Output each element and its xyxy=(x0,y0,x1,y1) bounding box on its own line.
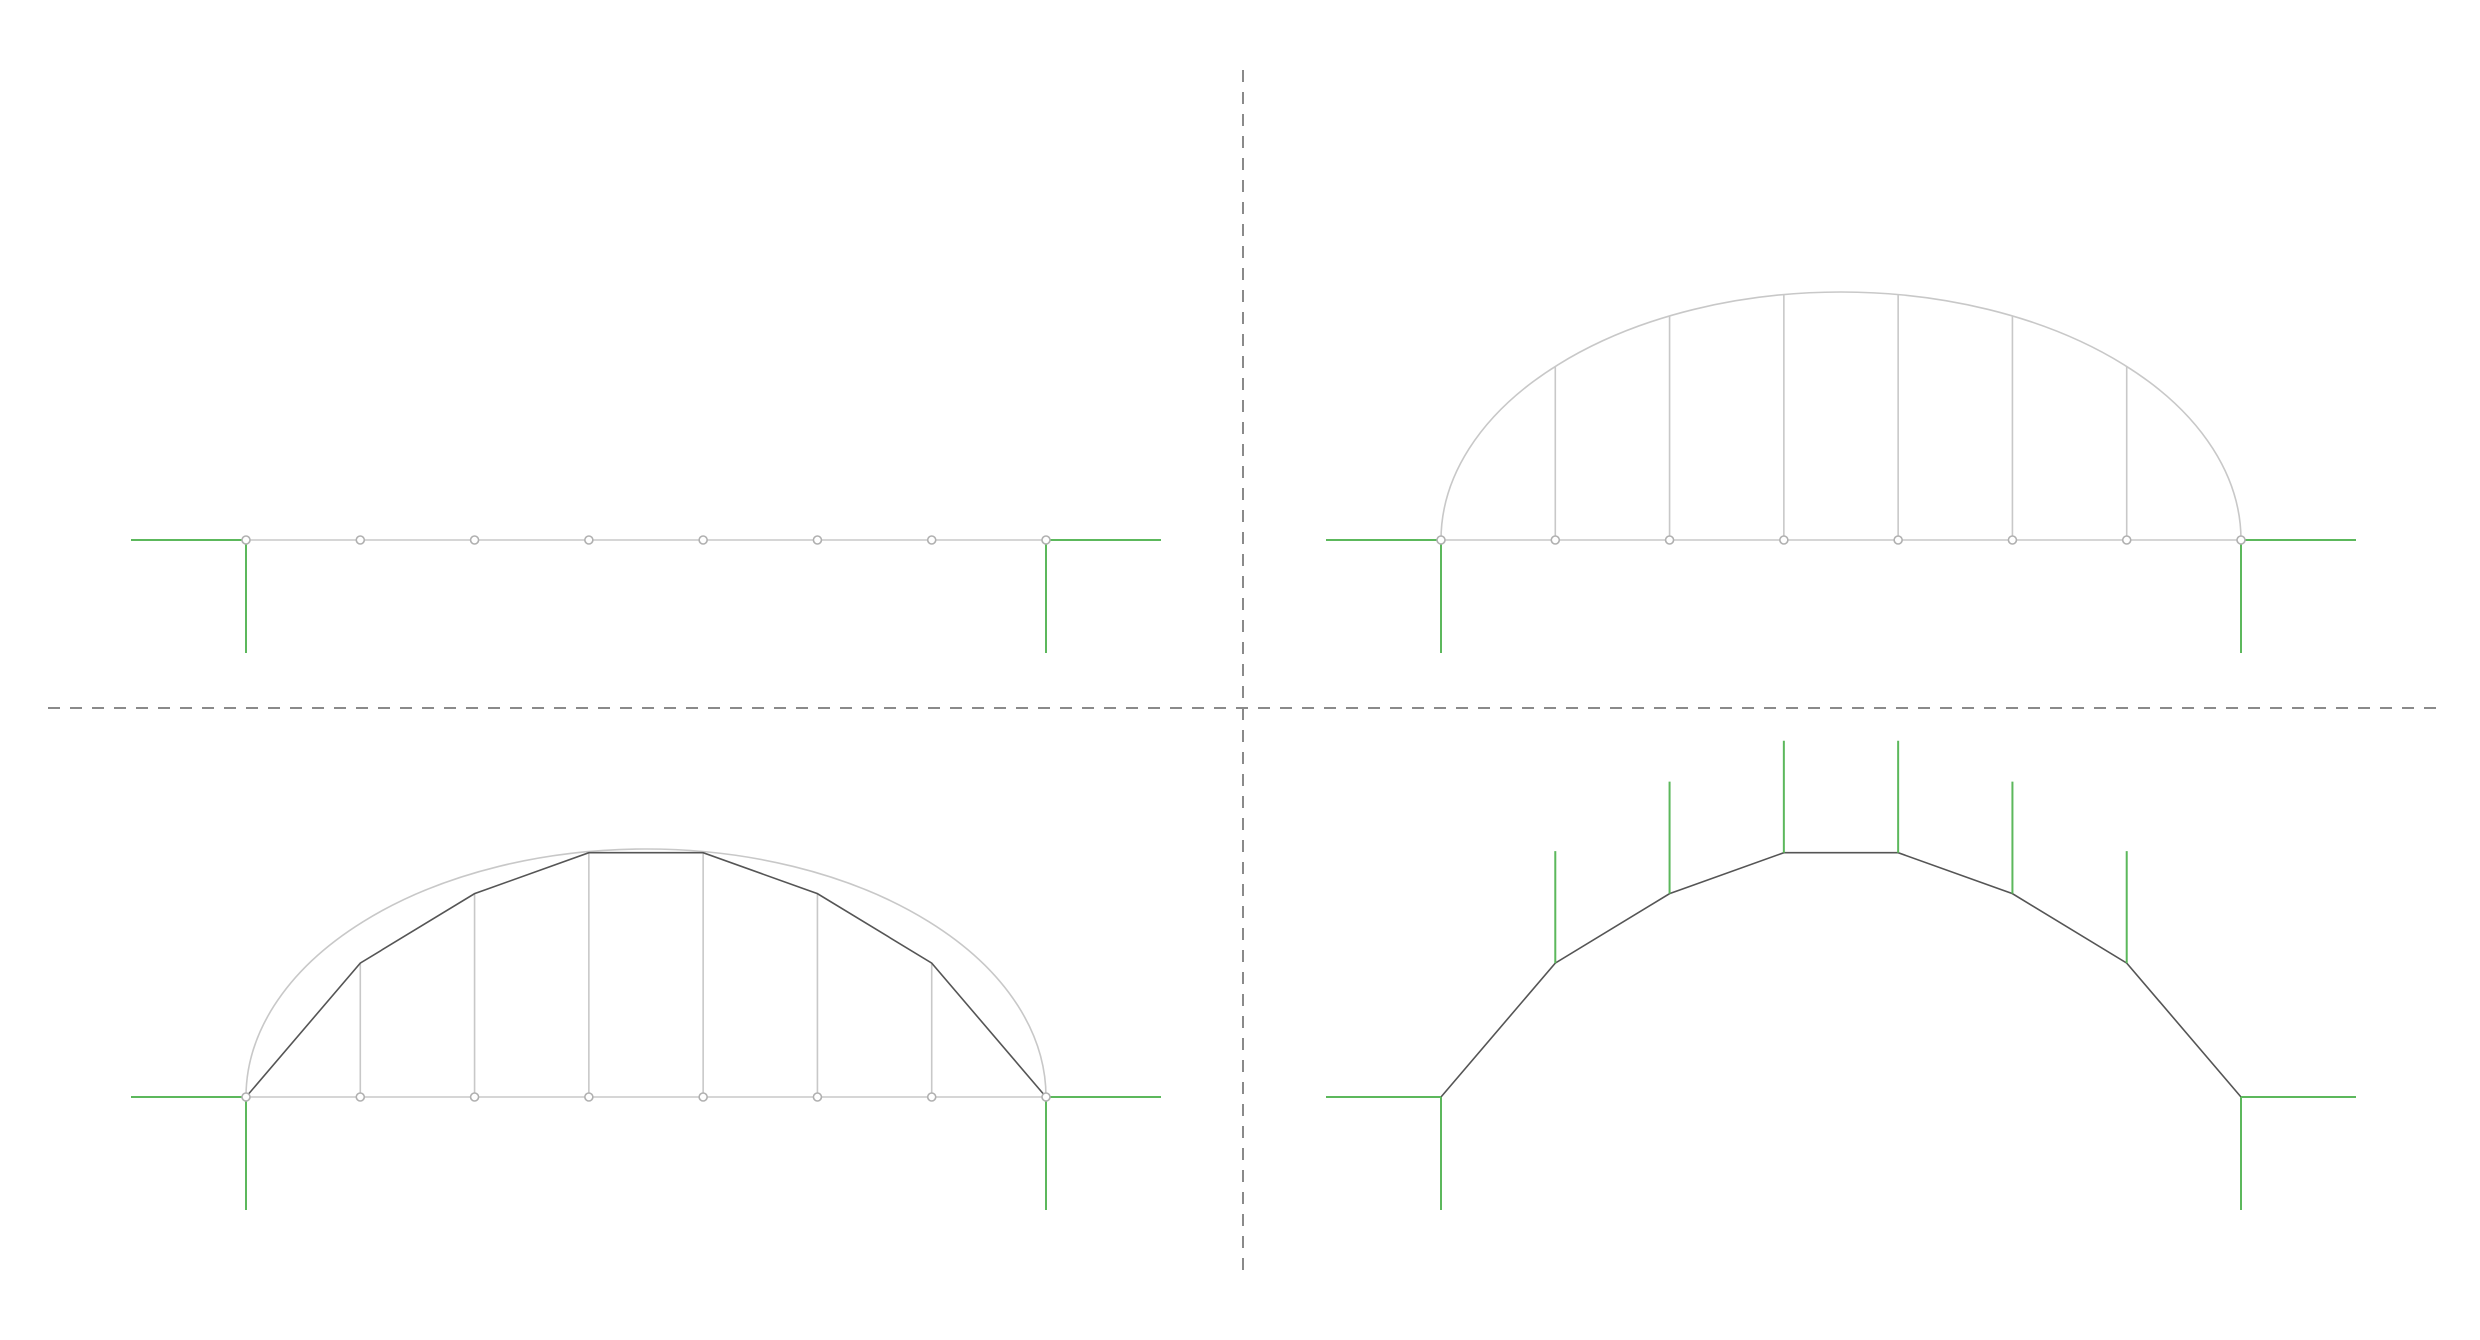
division-node xyxy=(584,1092,594,1102)
division-node xyxy=(355,535,366,545)
division-node xyxy=(241,535,251,545)
division-node xyxy=(355,1092,366,1102)
panel-segmented-arch xyxy=(1326,740,2356,1210)
construction-arc xyxy=(1440,291,2242,541)
division-node xyxy=(1436,535,1446,545)
construction-arc xyxy=(245,848,1047,1098)
division-node xyxy=(812,1092,823,1102)
division-node xyxy=(2007,535,2018,545)
division-node xyxy=(1041,535,1051,545)
division-node xyxy=(2121,535,2132,545)
division-node xyxy=(1664,535,1675,545)
division-node xyxy=(926,535,937,545)
division-node xyxy=(1041,1092,1051,1102)
division-node xyxy=(584,535,594,545)
division-node xyxy=(926,1092,937,1102)
panel-base-line-divided xyxy=(131,535,1161,653)
division-node xyxy=(2236,535,2246,545)
division-node xyxy=(698,535,708,545)
panel-arc-projected xyxy=(1326,291,2356,653)
division-node xyxy=(1779,535,1789,545)
arch-polyline xyxy=(1440,851,2242,1098)
arch-polyline xyxy=(245,851,1047,1098)
division-node xyxy=(698,1092,708,1102)
division-node xyxy=(469,1092,480,1102)
panel-polyline-approximation xyxy=(131,848,1161,1210)
division-node xyxy=(241,1092,251,1102)
division-node xyxy=(469,535,480,545)
division-node xyxy=(1893,535,1903,545)
division-node xyxy=(812,535,823,545)
division-node xyxy=(1550,535,1561,545)
